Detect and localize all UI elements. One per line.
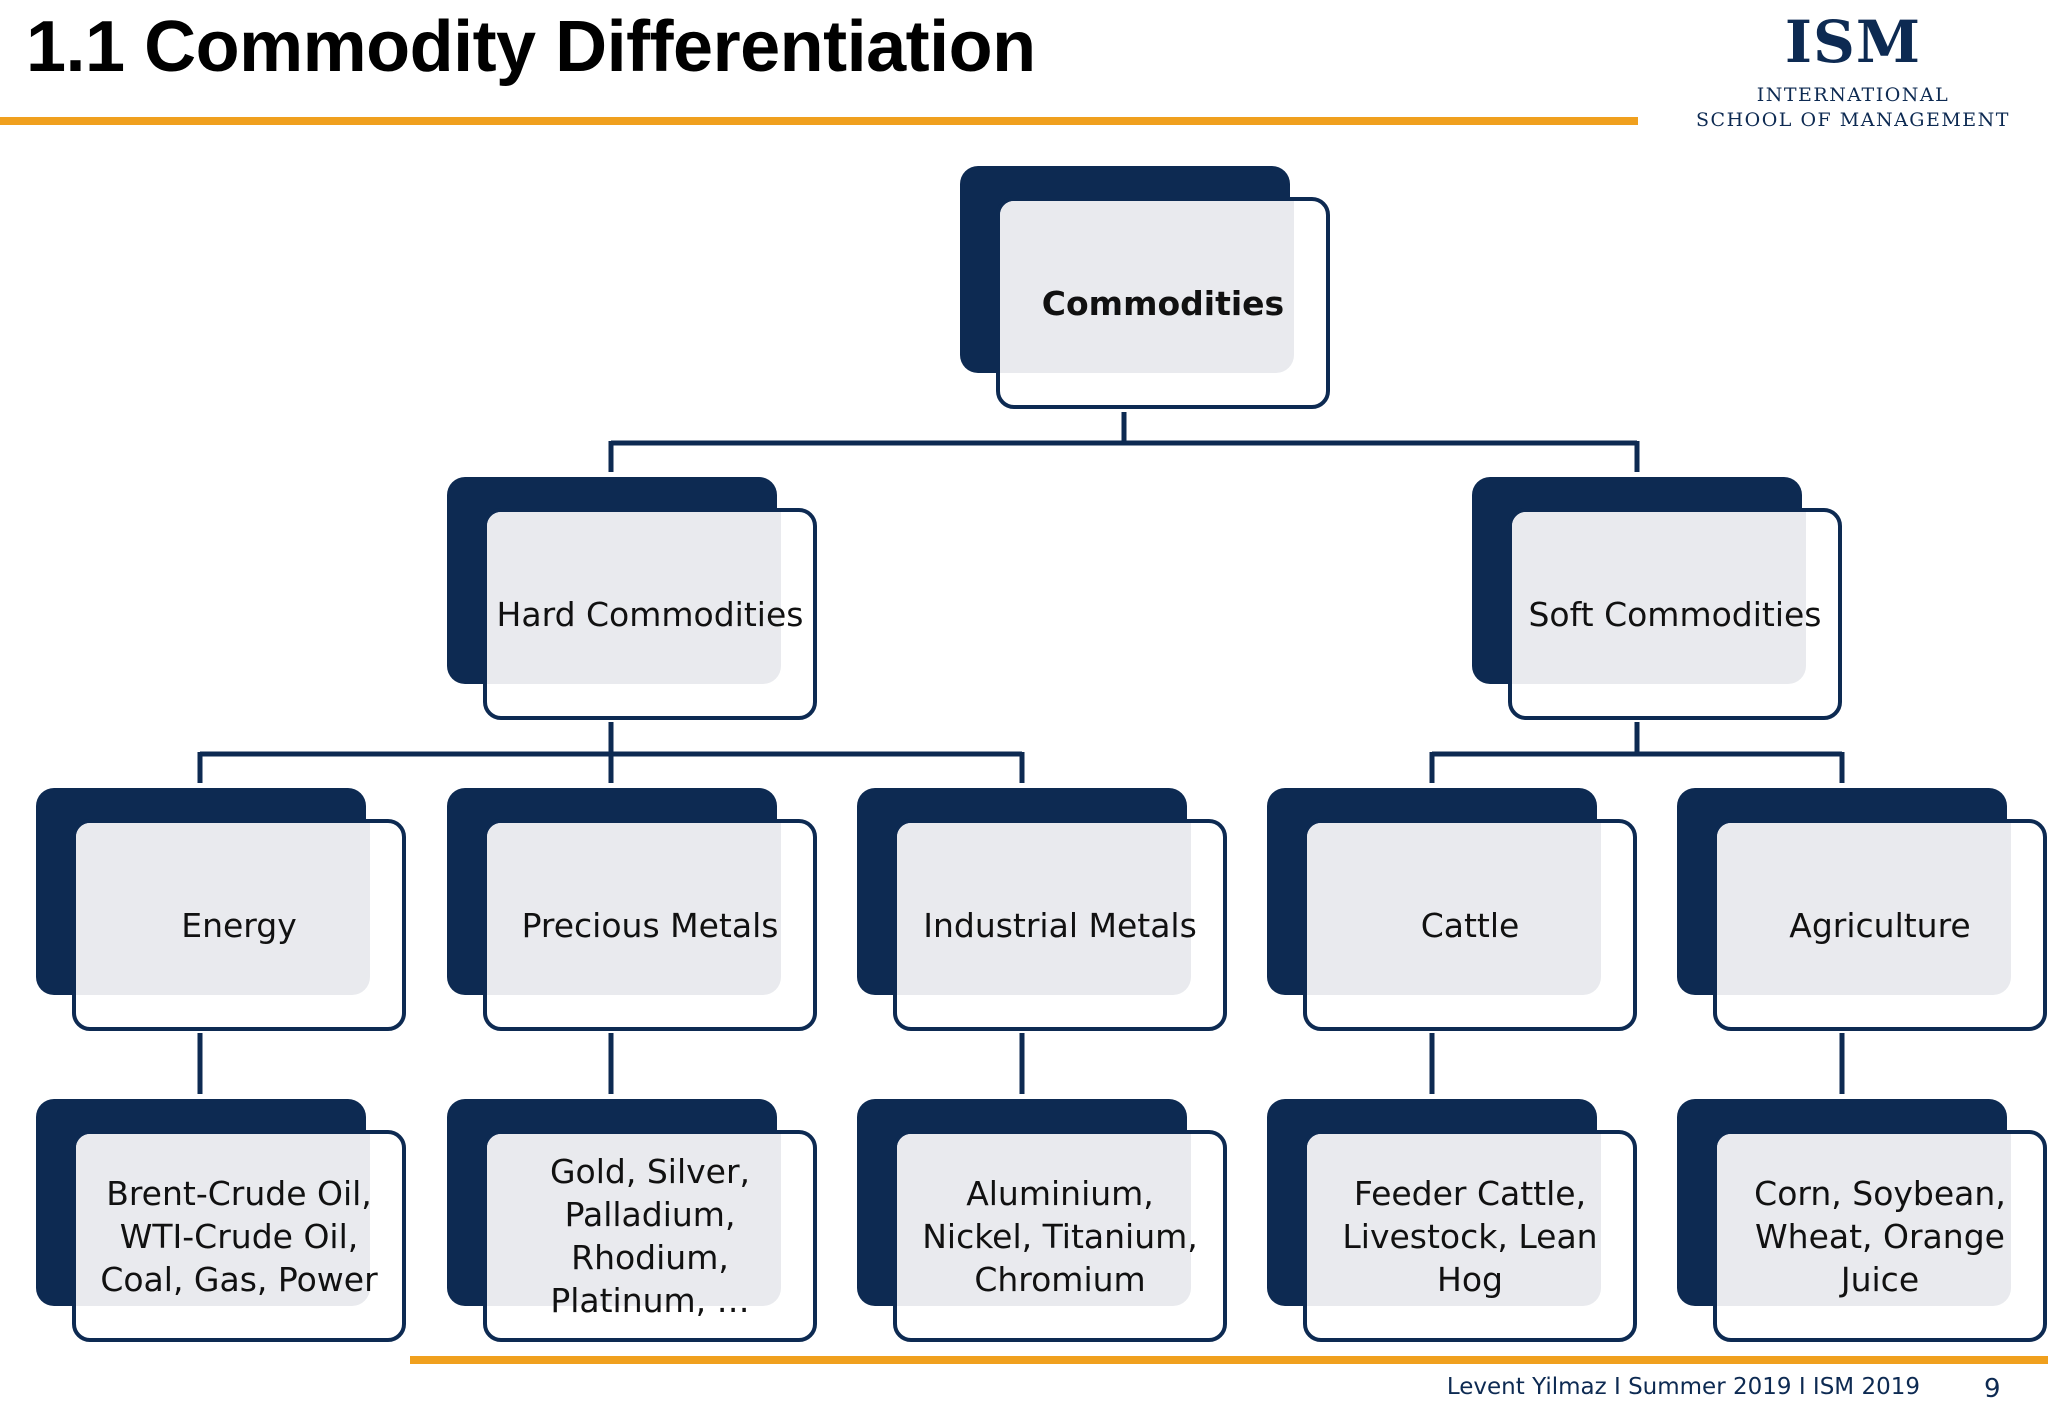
node-label: Brent-Crude Oil, WTI-Crude Oil, Coal, Ga… bbox=[100, 1173, 378, 1299]
node-label: Hard Commodities bbox=[496, 594, 804, 634]
node-label: Soft Commodities bbox=[1528, 594, 1822, 634]
slide-title: 1.1 Commodity Differentiation bbox=[26, 7, 1036, 87]
ism-logo: ISM INTERNATIONAL SCHOOL OF MANAGEMENT bbox=[1688, 8, 2018, 131]
node-label: Gold, Silver, Palladium, Rhodium, Platin… bbox=[549, 1152, 751, 1320]
node-label: Industrial Metals bbox=[923, 905, 1197, 945]
logo-line-1: INTERNATIONAL bbox=[1756, 84, 1950, 106]
node-label: Commodities bbox=[1041, 283, 1285, 323]
page-number: 9 bbox=[1984, 1374, 2001, 1404]
logo-abbr: ISM bbox=[1784, 8, 1922, 76]
node-label: Agriculture bbox=[1789, 905, 1971, 945]
node-label: Cattle bbox=[1420, 905, 1520, 945]
node-label: Aluminium, Nickel, Titanium, Chromium bbox=[922, 1173, 1198, 1299]
title-underline bbox=[0, 117, 1638, 125]
node-label: Precious Metals bbox=[521, 905, 779, 945]
footer-text: Levent Yilmaz I Summer 2019 I ISM 2019 bbox=[1446, 1374, 1920, 1400]
node-label: Corn, Soybean, Wheat, Orange Juice bbox=[1754, 1173, 2006, 1299]
logo-line-2: SCHOOL OF MANAGEMENT bbox=[1696, 109, 2010, 131]
node-label: Feeder Cattle, Livestock, Lean Hog bbox=[1342, 1173, 1598, 1299]
node-label: Energy bbox=[181, 905, 297, 945]
footer-rule bbox=[410, 1356, 2048, 1364]
